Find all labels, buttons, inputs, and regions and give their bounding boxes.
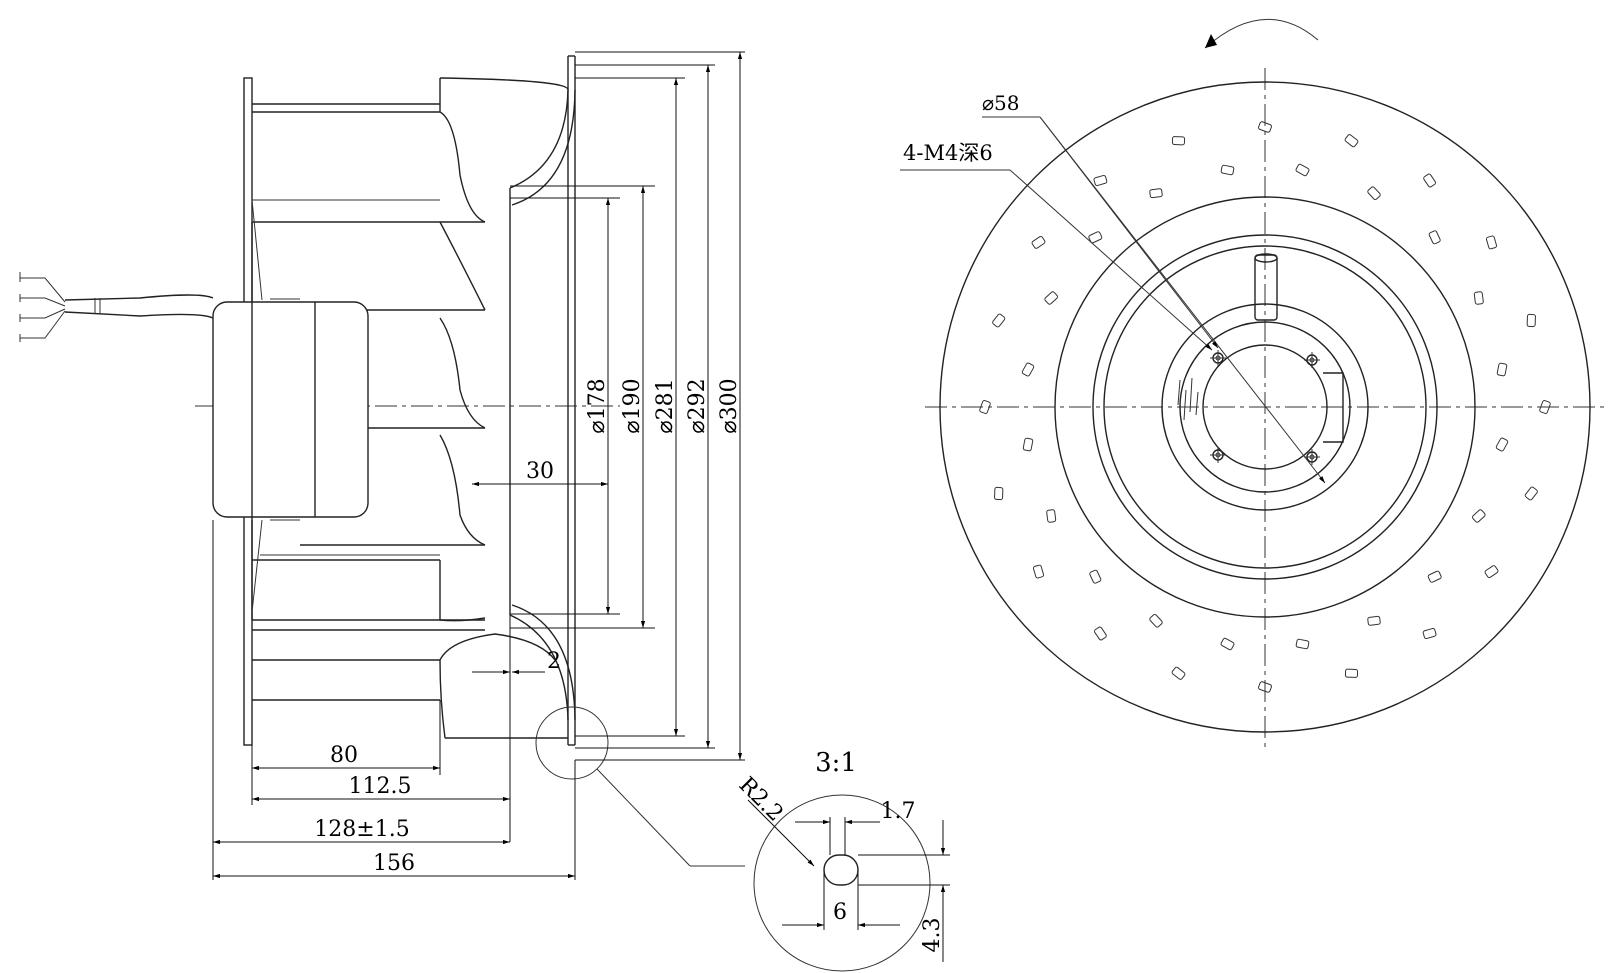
dim-diameter-178: ⌀178 — [585, 378, 610, 433]
vent-slot — [1094, 626, 1107, 641]
vent-slot — [1428, 230, 1441, 245]
vent-slot — [1539, 400, 1551, 414]
hub-hole-diameter-label: ⌀58 — [982, 91, 1020, 115]
dim-diameter-281: ⌀281 — [653, 378, 678, 433]
vent-slot — [1149, 188, 1163, 199]
vent-slot — [1149, 614, 1163, 628]
dim-diameter-190: ⌀190 — [620, 378, 645, 433]
vent-slot — [1485, 235, 1498, 250]
vent-slot — [1088, 231, 1103, 244]
vent-slot — [1472, 509, 1486, 523]
dim-156: 156 — [373, 851, 415, 876]
vent-slot — [979, 400, 991, 414]
screw-holes — [1210, 350, 1320, 465]
dim-1-7: 1.7 — [881, 799, 916, 824]
dim-6: 6 — [833, 900, 847, 925]
vent-slot — [1484, 565, 1499, 578]
vent-slot — [1367, 186, 1381, 200]
detail-scale: 3:1 — [815, 748, 857, 778]
vent-slot — [1031, 236, 1046, 249]
vent-slot — [1427, 570, 1442, 583]
vent-slot — [1473, 291, 1484, 305]
vent-slot — [1295, 638, 1310, 650]
vent-slot — [1032, 564, 1045, 579]
rating-label-marks — [1177, 377, 1199, 421]
screw-spec-label: 4-M4深6 — [903, 141, 993, 165]
dim-diameter-292: ⌀292 — [685, 378, 710, 433]
vent-slot — [1344, 134, 1359, 148]
vent-slot — [1258, 121, 1272, 133]
vent-slot — [994, 486, 1004, 501]
vent-slot — [1093, 174, 1108, 187]
vent-slot — [1422, 627, 1437, 640]
vent-slot — [1295, 163, 1310, 177]
vent-slot — [1495, 437, 1509, 452]
vent-slot — [1046, 509, 1057, 523]
dim-2: 2 — [547, 649, 561, 674]
vent-slot — [1021, 362, 1035, 377]
vent-slot — [1220, 637, 1235, 651]
dim-30: 30 — [526, 459, 554, 484]
rotation-direction-arrow — [1204, 19, 1319, 49]
dim-80: 80 — [330, 743, 358, 768]
vent-slot — [1367, 615, 1381, 626]
front-view: ⌀58 4-M4深6 — [900, 19, 1605, 752]
vent-slot — [1171, 136, 1186, 146]
vent-slot — [1171, 666, 1186, 680]
dim-4-3: 4.3 — [920, 918, 945, 953]
vent-slot — [992, 313, 1006, 328]
side-view: ⌀178 ⌀190 ⌀281 ⌀292 ⌀300 30 2 80 112.5 1… — [19, 51, 745, 880]
vent-slot — [1089, 569, 1102, 584]
dim-radius: R2.2 — [734, 773, 788, 827]
vent-slot — [1344, 668, 1359, 678]
dim-diameter-300: ⌀300 — [717, 378, 742, 433]
vent-slot — [1258, 681, 1272, 693]
vent-openings — [979, 121, 1551, 693]
vent-slot — [1526, 313, 1536, 328]
dim-128: 128±1.5 — [314, 817, 409, 842]
vent-slot — [1524, 486, 1538, 501]
vent-slot — [1423, 173, 1436, 188]
detail-view: 3:1 1.7 R2.2 6 4.3 — [734, 748, 950, 972]
vent-slot — [1044, 291, 1058, 305]
vent-slot — [1496, 362, 1508, 377]
dim-112-5: 112.5 — [349, 774, 412, 799]
vent-slot — [1022, 437, 1034, 452]
vent-slot — [1220, 164, 1235, 176]
